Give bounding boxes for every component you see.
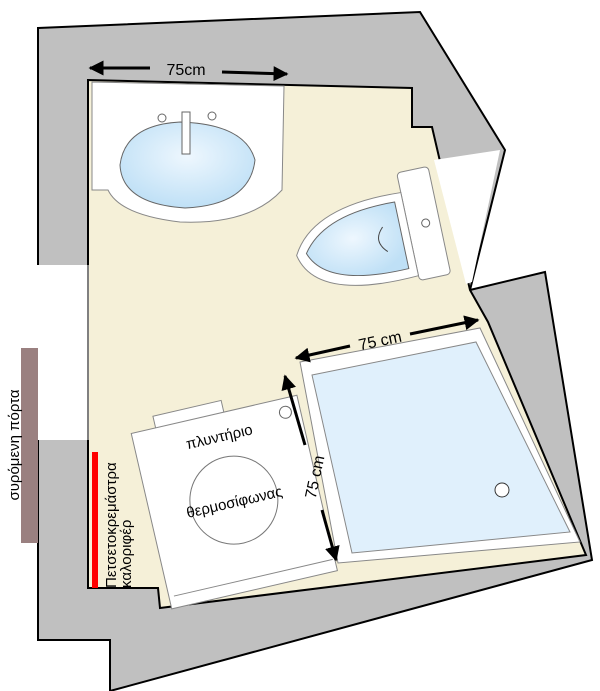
sink-dimension-label: 75cm: [166, 62, 205, 79]
drain-icon: [494, 482, 510, 498]
shower-tray: [299, 327, 581, 564]
sliding-door-label: συρόμενη πόρτα: [6, 389, 23, 500]
sink: [91, 81, 285, 223]
toilet: [296, 166, 451, 286]
washing-machine: πλυντήριο θερμοσίφωνας: [130, 394, 338, 610]
towel-rail-label: Πετσετοκρεμάστρα: [103, 462, 120, 588]
door-opening: [37, 265, 89, 440]
shower-width-arrow: [294, 344, 351, 363]
water-heater: [189, 455, 279, 545]
shower-depth-arrow: [281, 374, 307, 446]
window-opening: [434, 150, 500, 284]
radiator-label: καλοριφέρ: [118, 520, 135, 588]
towel-rail-radiator: [92, 452, 98, 588]
sliding-door[interactable]: [21, 348, 38, 543]
